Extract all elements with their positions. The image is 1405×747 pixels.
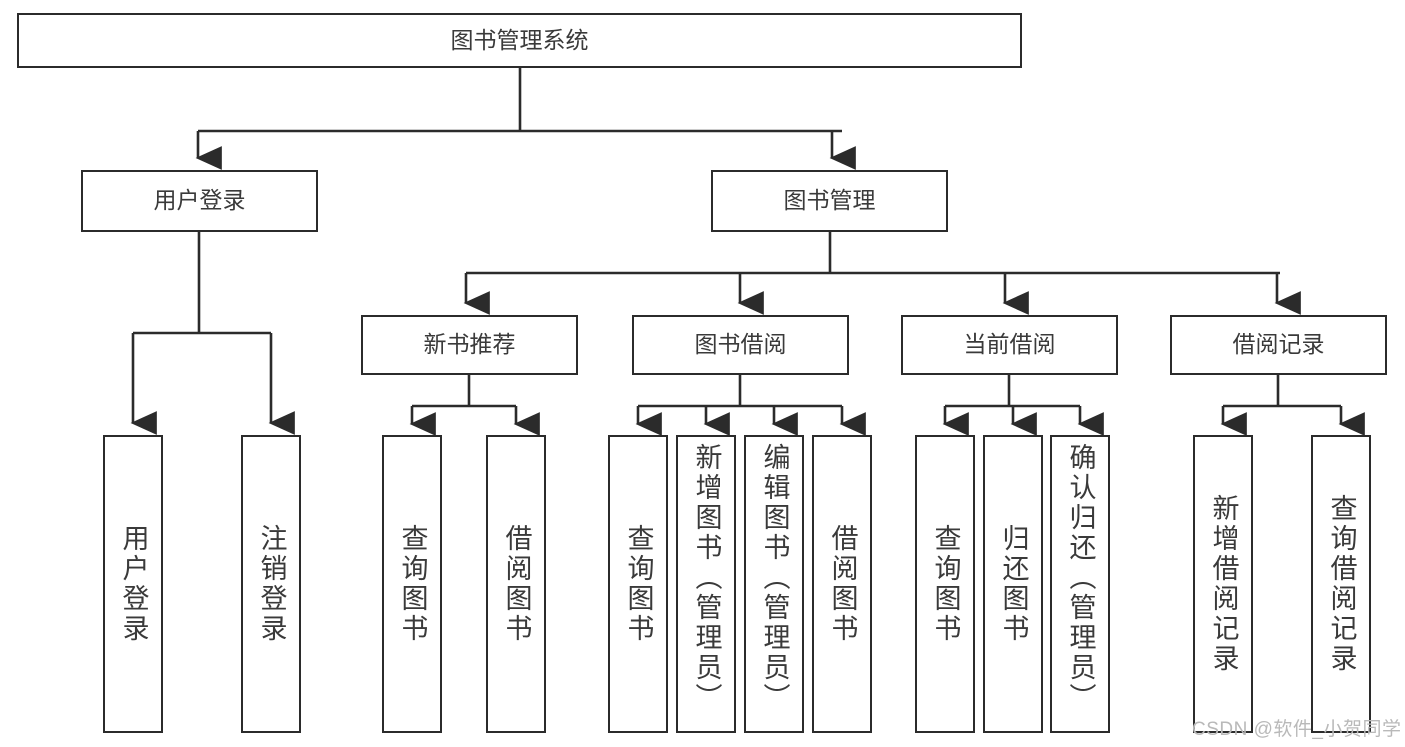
node-leaf-add-book[interactable]: 新增图书（管理员） bbox=[676, 435, 736, 733]
node-new-book-rec-label: 新书推荐 bbox=[423, 331, 516, 358]
node-leaf-return-book-label: 归还图书 bbox=[998, 524, 1029, 644]
node-user-login-label: 用户登录 bbox=[153, 187, 246, 214]
node-leaf-edit-book[interactable]: 编辑图书（管理员） bbox=[744, 435, 804, 733]
node-book-manage-label: 图书管理 bbox=[783, 187, 876, 214]
node-leaf-query-book-3-label: 查询图书 bbox=[930, 524, 961, 644]
node-leaf-borrow-book-1-label: 借阅图书 bbox=[501, 524, 532, 644]
csdn-watermark: CSDN @软件_小贺同学 bbox=[1192, 719, 1402, 740]
node-leaf-confirm-return[interactable]: 确认归还（管理员） bbox=[1050, 435, 1110, 733]
node-current-borrow-label: 当前借阅 bbox=[963, 331, 1056, 358]
node-borrow-record[interactable]: 借阅记录 bbox=[1170, 315, 1387, 375]
node-leaf-user-login[interactable]: 用户登录 bbox=[103, 435, 163, 733]
node-root[interactable]: 图书管理系统 bbox=[17, 13, 1022, 68]
node-book-borrow-label: 图书借阅 bbox=[694, 331, 787, 358]
node-leaf-query-book-2[interactable]: 查询图书 bbox=[608, 435, 668, 733]
node-current-borrow[interactable]: 当前借阅 bbox=[901, 315, 1118, 375]
node-leaf-borrow-book-2-label: 借阅图书 bbox=[827, 524, 858, 644]
node-new-book-rec[interactable]: 新书推荐 bbox=[361, 315, 578, 375]
node-leaf-edit-book-label: 编辑图书（管理员） bbox=[759, 443, 790, 713]
node-leaf-query-book-2-label: 查询图书 bbox=[623, 524, 654, 644]
node-leaf-confirm-return-label: 确认归还（管理员） bbox=[1065, 443, 1096, 713]
node-book-manage[interactable]: 图书管理 bbox=[711, 170, 948, 232]
node-leaf-add-record-label: 新增借阅记录 bbox=[1208, 494, 1239, 674]
node-leaf-add-record[interactable]: 新增借阅记录 bbox=[1193, 435, 1253, 733]
node-leaf-query-record[interactable]: 查询借阅记录 bbox=[1311, 435, 1371, 733]
node-leaf-borrow-book-2[interactable]: 借阅图书 bbox=[812, 435, 872, 733]
node-leaf-user-login-label: 用户登录 bbox=[118, 524, 149, 644]
node-leaf-query-book-3[interactable]: 查询图书 bbox=[915, 435, 975, 733]
node-leaf-query-book-1[interactable]: 查询图书 bbox=[382, 435, 442, 733]
node-user-login[interactable]: 用户登录 bbox=[81, 170, 318, 232]
node-borrow-record-label: 借阅记录 bbox=[1232, 331, 1325, 358]
node-leaf-logout-login-label: 注销登录 bbox=[256, 524, 287, 644]
node-leaf-logout-login[interactable]: 注销登录 bbox=[241, 435, 301, 733]
node-root-label: 图书管理系统 bbox=[450, 26, 589, 53]
node-leaf-add-book-label: 新增图书（管理员） bbox=[691, 443, 722, 713]
node-leaf-query-book-1-label: 查询图书 bbox=[397, 524, 428, 644]
node-book-borrow[interactable]: 图书借阅 bbox=[632, 315, 849, 375]
node-leaf-query-record-label: 查询借阅记录 bbox=[1326, 494, 1357, 674]
node-leaf-return-book[interactable]: 归还图书 bbox=[983, 435, 1043, 733]
node-leaf-borrow-book-1[interactable]: 借阅图书 bbox=[486, 435, 546, 733]
